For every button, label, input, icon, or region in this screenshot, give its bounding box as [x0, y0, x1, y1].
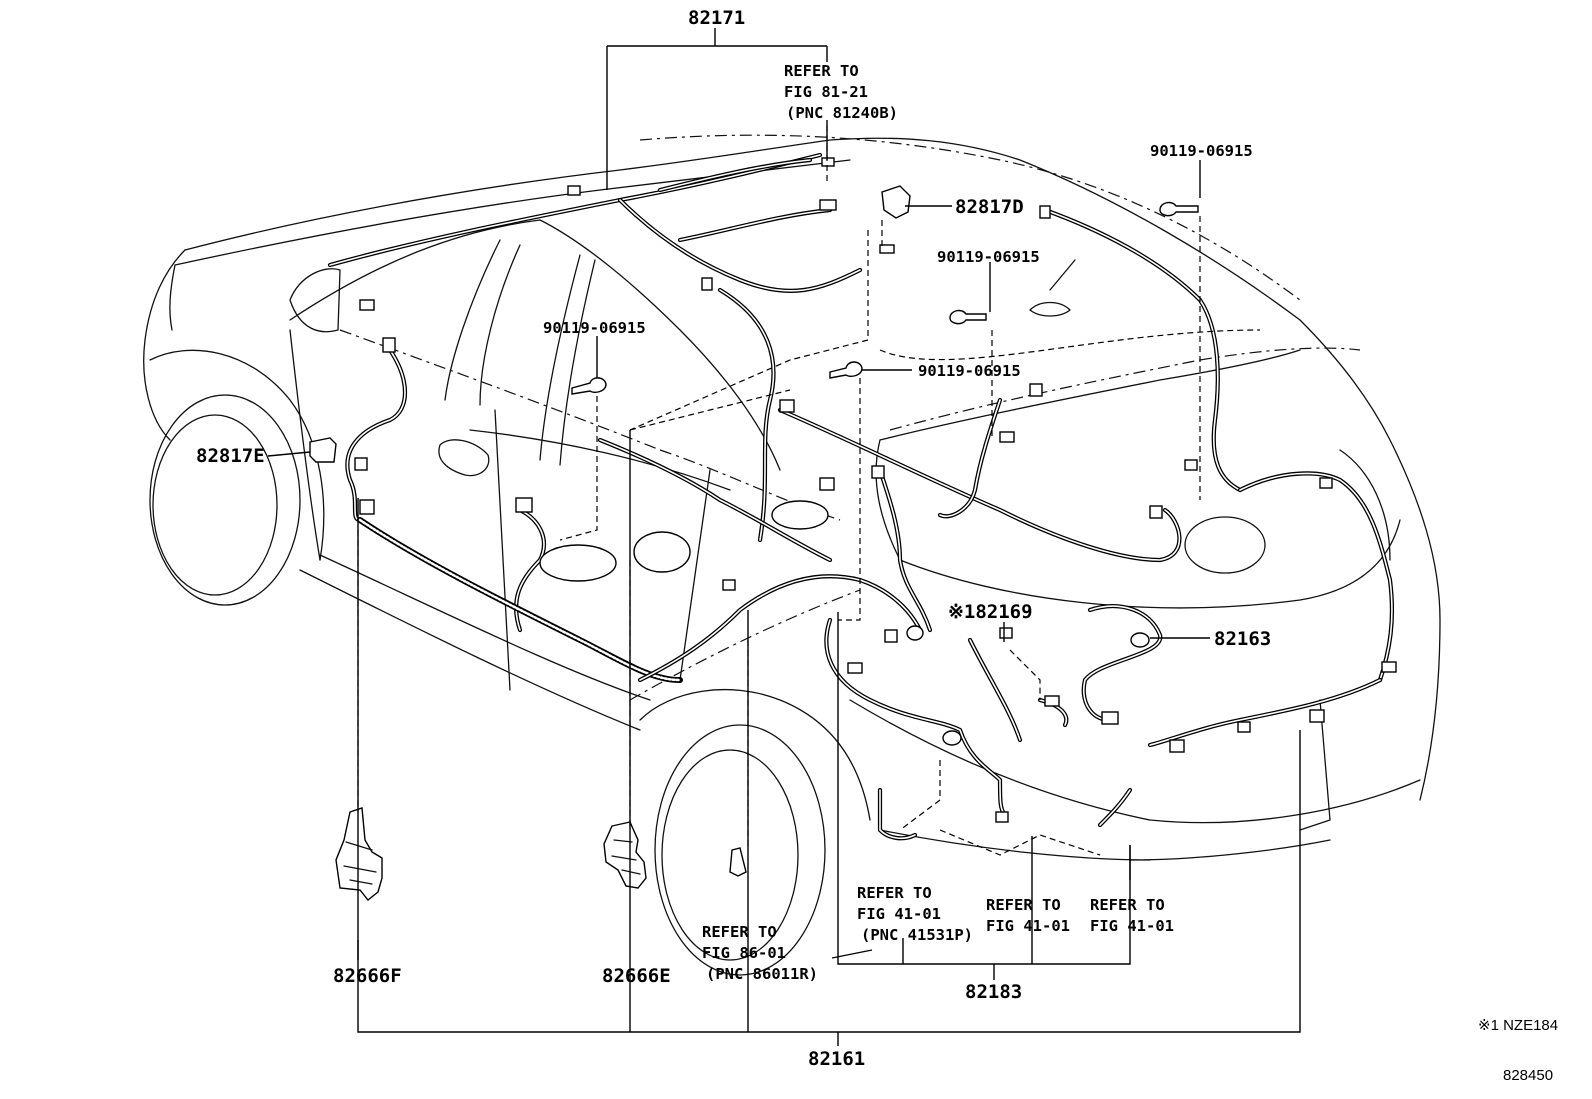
svg-text:FIG 41-01: FIG 41-01	[857, 905, 941, 923]
reference-fig-41-01-left: REFER TO FIG 41-01	[986, 896, 1070, 935]
reference-fig-86-01: REFER TO FIG 86-01 (PNC 86011R)	[702, 923, 818, 983]
car-body-outline	[143, 134, 1441, 976]
harness-connectors	[354, 157, 1397, 823]
label-82183: 82183	[965, 981, 1022, 1003]
bracket-icon-82817e	[309, 437, 337, 463]
wire-harness-roof	[327, 152, 863, 543]
label-82666f: 82666F	[333, 965, 402, 987]
bolt-icon-top-right	[1159, 201, 1199, 217]
svg-text:REFER TO: REFER TO	[784, 62, 859, 80]
label-82817d: 82817D	[955, 196, 1024, 218]
svg-text:REFER TO: REFER TO	[1090, 896, 1165, 914]
svg-text:FIG 86-01: FIG 86-01	[702, 944, 786, 962]
protector-icon-82666f	[335, 807, 383, 901]
label-82163: 82163	[1214, 628, 1271, 650]
svg-text:REFER TO: REFER TO	[986, 896, 1061, 914]
wire-harness-floor	[357, 437, 933, 683]
svg-text:FIG 41-01: FIG 41-01	[1090, 917, 1174, 935]
protector-icon-82666e	[603, 821, 647, 889]
phantom-leaders	[357, 125, 1261, 856]
diagram-id: 828450	[1503, 1067, 1553, 1084]
bolt-icon-roof	[949, 309, 987, 325]
label-82817e: 82817E	[196, 445, 265, 467]
label-82161: 82161	[808, 1048, 865, 1070]
bolt-icon-center	[829, 361, 863, 379]
svg-text:FIG 81-21: FIG 81-21	[784, 83, 868, 101]
label-bolt-center: 90119-06915	[918, 362, 1021, 380]
svg-text:REFER TO: REFER TO	[857, 884, 932, 902]
label-bolt-top-right: 90119-06915	[1150, 142, 1253, 160]
label-82171: 82171	[688, 7, 745, 29]
reference-fig-41-01-pnc: REFER TO FIG 41-01 (PNC 41531P)	[857, 884, 973, 944]
footnote-model: ※1 NZE184	[1478, 1017, 1558, 1034]
svg-text:(PNC 81240B): (PNC 81240B)	[786, 104, 898, 122]
bolt-icon-left-door	[571, 377, 607, 395]
grommet-icon-86011r	[729, 847, 747, 877]
reference-fig-81-21: REFER TO FIG 81-21 (PNC 81240B)	[784, 62, 898, 122]
label-bolt-roof: 90119-06915	[937, 248, 1040, 266]
reference-fig-41-01-right: REFER TO FIG 41-01	[1090, 896, 1174, 935]
label-bolt-left-door: 90119-06915	[543, 319, 646, 337]
label-82169: ※182169	[948, 601, 1033, 623]
bracket-icon-82817d	[881, 185, 911, 219]
svg-text:REFER TO: REFER TO	[702, 923, 777, 941]
svg-text:(PNC 86011R): (PNC 86011R)	[706, 965, 818, 983]
svg-text:FIG 41-01: FIG 41-01	[986, 917, 1070, 935]
svg-text:(PNC 41531P): (PNC 41531P)	[861, 926, 973, 944]
label-82666e: 82666E	[602, 965, 671, 987]
